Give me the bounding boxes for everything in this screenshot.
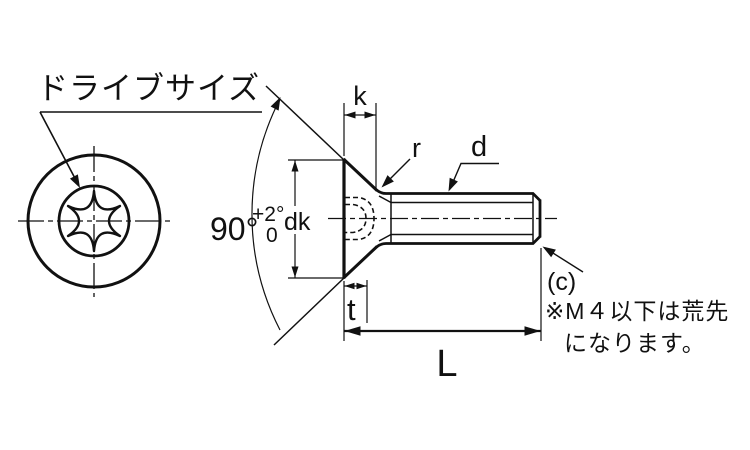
k-arrow-left-icon [344, 111, 356, 119]
t-arrow-right-icon [356, 282, 367, 290]
drive-size-leader-line [39, 111, 79, 185]
r-label: r [412, 133, 421, 163]
head-cone-lower [342, 245, 379, 280]
d-leader-line [449, 162, 499, 190]
note-line-2: になります。 [564, 330, 706, 356]
k-arrow-right-icon [364, 111, 376, 119]
r-arrowhead-icon [381, 175, 394, 188]
dk-label: dk [284, 208, 311, 236]
head-outer-circle [26, 153, 162, 289]
d-arrowhead-icon [448, 177, 458, 192]
angle-arrowhead-icon [270, 97, 281, 111]
drive-size-label: ドライブサイズ [37, 71, 260, 106]
k-label: k [353, 81, 367, 111]
head-cone-upper [342, 157, 379, 192]
label-r: r [381, 133, 421, 188]
dk-arrow-down-icon [291, 266, 299, 278]
c-label: (c) [547, 268, 576, 296]
L-arrow-left-icon [344, 326, 361, 336]
dimension-dk: dk [283, 159, 343, 279]
d-label: d [471, 131, 487, 163]
label-c: (c) [542, 246, 584, 296]
L-arrow-right-icon [524, 326, 541, 336]
thread-runout-slant-bottom [378, 233, 392, 242]
t-label: t [347, 292, 356, 327]
side-view [265, 85, 557, 346]
recess-inner-circle [57, 184, 131, 258]
thread-runout-slant-top [378, 195, 392, 204]
shank-crest-bottom [375, 235, 541, 249]
dk-arrow-up-icon [291, 160, 299, 172]
front-view [18, 146, 170, 297]
L-label: L [436, 343, 457, 385]
torx-star-recess [66, 189, 122, 253]
dimension-t: t [344, 280, 368, 327]
note-m4: ※M４以下は荒先 になります。 [545, 298, 729, 356]
note-line-1: ※M４以下は荒先 [545, 298, 729, 324]
cone-extension-upper [265, 85, 345, 161]
angle-tolerance-upper: +2° [252, 203, 284, 226]
dimension-L: L [343, 248, 542, 385]
angle-value-label: 90° [210, 211, 258, 247]
label-d: d [448, 131, 499, 192]
drive-size-arrowhead-icon [69, 174, 80, 188]
dimension-angle: 90° +2° 0 [210, 97, 284, 331]
hidden-recess-outer [345, 196, 375, 241]
dk-label-backing [283, 206, 309, 234]
t-arrow-left-icon [344, 282, 355, 290]
hidden-recess-inner [345, 203, 367, 234]
angle-tolerance-lower: 0 [266, 224, 278, 247]
drive-size-callout: ドライブサイズ [37, 71, 262, 188]
shank-crest-top [375, 188, 541, 202]
angle-arc [251, 98, 281, 331]
dimension-k: k [343, 81, 377, 189]
cone-extension-lower [273, 277, 345, 346]
c-arrowhead-icon [542, 246, 556, 258]
